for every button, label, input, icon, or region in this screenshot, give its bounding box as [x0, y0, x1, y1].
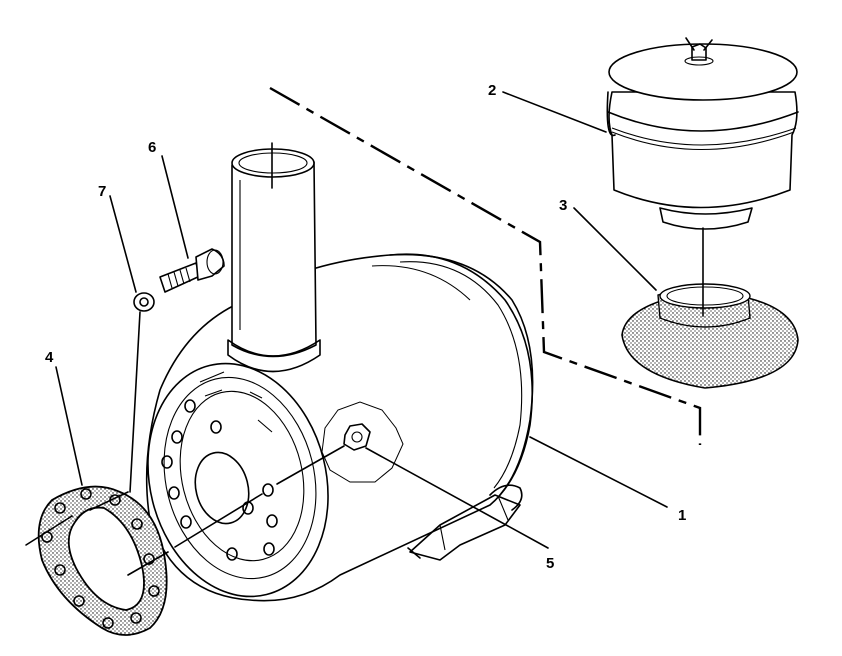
precleaner-cap — [606, 37, 799, 230]
bolt-hole-circle — [161, 399, 278, 561]
callout-3: 3 — [559, 197, 567, 214]
nut — [321, 401, 404, 483]
callout-6: 6 — [148, 139, 156, 156]
washer — [133, 292, 155, 312]
callout-4: 4 — [45, 349, 54, 366]
gasket — [37, 485, 168, 636]
screen-filter — [621, 283, 799, 389]
inlet-opening — [194, 451, 250, 525]
exhaust-stack — [227, 148, 321, 373]
callout-1: 1 — [678, 507, 686, 524]
bolt — [159, 248, 225, 293]
assembly-axis-lines — [25, 142, 345, 576]
callout-5: 5 — [546, 555, 554, 572]
muffler-body — [145, 253, 534, 602]
leader-lines — [55, 91, 668, 549]
wing-nut — [684, 37, 714, 66]
callout-2: 2 — [488, 82, 496, 99]
callout-7: 7 — [98, 183, 106, 200]
muffler-front-face — [147, 362, 329, 598]
assembly-dashed-line — [269, 86, 702, 445]
